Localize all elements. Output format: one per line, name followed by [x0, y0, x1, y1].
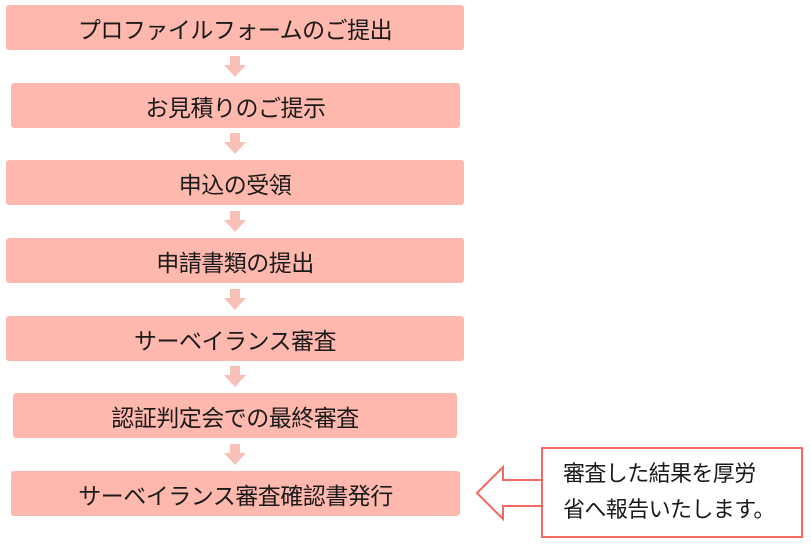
- step-label: お見積りのご提示: [145, 95, 327, 122]
- down-arrow-icon: [224, 56, 246, 78]
- down-arrow-icon: [224, 211, 246, 233]
- left-arrow-icon: [476, 464, 546, 522]
- step-quotation: お見積りのご提示: [11, 83, 460, 128]
- step-label: 申請書類の提出: [156, 250, 314, 277]
- callout-note: 審査した結果を厚労 省へ報告いたします。: [541, 447, 803, 538]
- step-label: サーベイランス審査: [133, 328, 337, 355]
- step-confirmation-issuance: サーベイランス審査確認書発行: [11, 471, 460, 516]
- down-arrow-icon: [224, 289, 246, 311]
- step-label: サーベイランス審査確認書発行: [78, 483, 393, 510]
- down-arrow-icon: [224, 133, 246, 155]
- callout-line-2: 省へ報告いたします。: [563, 497, 775, 523]
- step-label: プロファイルフォームのご提出: [77, 17, 393, 44]
- step-profile-form-submission: プロファイルフォームのご提出: [6, 5, 464, 50]
- step-final-review: 認証判定会での最終審査: [13, 393, 457, 438]
- step-label: 認証判定会での最終審査: [111, 405, 359, 432]
- step-application-documents: 申請書類の提出: [6, 238, 464, 283]
- down-arrow-icon: [224, 444, 246, 466]
- callout-line-1: 審査した結果を厚労: [563, 461, 756, 487]
- step-application-received: 申込の受領: [6, 160, 464, 205]
- step-label: 申込の受領: [178, 172, 292, 199]
- step-surveillance-audit: サーベイランス審査: [6, 316, 464, 361]
- down-arrow-icon: [224, 366, 246, 388]
